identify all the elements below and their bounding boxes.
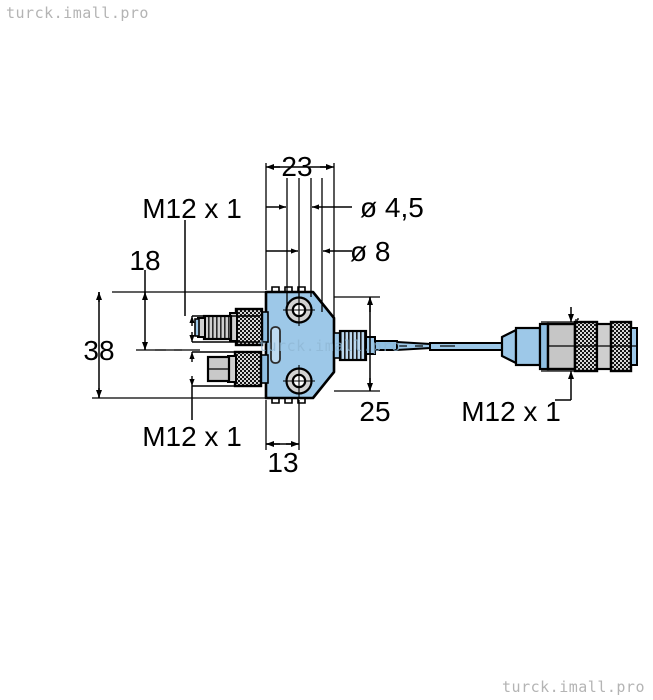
dim-label-thread-bottom: M12 x 1 — [142, 421, 242, 452]
dim-13: 13 — [265, 400, 300, 478]
body-serration-bottom — [271, 398, 306, 404]
dim-thread-right: M12 x 1 — [461, 307, 579, 427]
dim-dia-4-5: ø 4,5 — [266, 192, 424, 223]
dim-label-23: 23 — [281, 151, 312, 182]
dim-23: 23 — [266, 151, 334, 182]
dim-25: 25 — [334, 296, 391, 427]
watermark-bottom-right: turck.imall.pro — [502, 678, 645, 696]
dim-label-thread-right: M12 x 1 — [461, 396, 561, 427]
dim-label-dia-4-5: ø 4,5 — [360, 192, 424, 223]
dim-label-38: 38 — [83, 335, 114, 366]
connector-male-lower — [206, 350, 269, 388]
dim-thread-top: M12 x 1 — [142, 193, 242, 316]
connector-female-right — [500, 320, 638, 373]
centerline — [155, 345, 455, 351]
dim-label-thread-top: M12 x 1 — [142, 193, 242, 224]
dim-dia-8: ø 8 — [266, 236, 390, 267]
dim-thread-bottom: M12 x 1 — [142, 386, 242, 452]
watermark-center: turck.imall.pro — [258, 337, 401, 355]
dim-38: 38 — [83, 292, 266, 399]
mounting-hole-lower — [283, 365, 315, 397]
dim-conn-lower-height — [189, 351, 258, 387]
splitter-body — [264, 286, 336, 404]
dim-18: 18 — [112, 245, 266, 351]
led-window — [270, 326, 281, 364]
dim-label-18: 18 — [129, 245, 160, 276]
dim-label-13: 13 — [267, 447, 298, 478]
connector-male-upper — [194, 307, 269, 347]
cable — [396, 340, 503, 352]
mounting-hole-upper — [283, 294, 315, 326]
ext-lines-top — [265, 163, 335, 318]
watermark-top-left: turck.imall.pro — [6, 4, 149, 22]
dim-conn-upper-height — [189, 315, 260, 343]
body-serration-top — [271, 286, 306, 292]
dim-label-25: 25 — [359, 396, 390, 427]
dim-label-dia-8: ø 8 — [350, 236, 390, 267]
